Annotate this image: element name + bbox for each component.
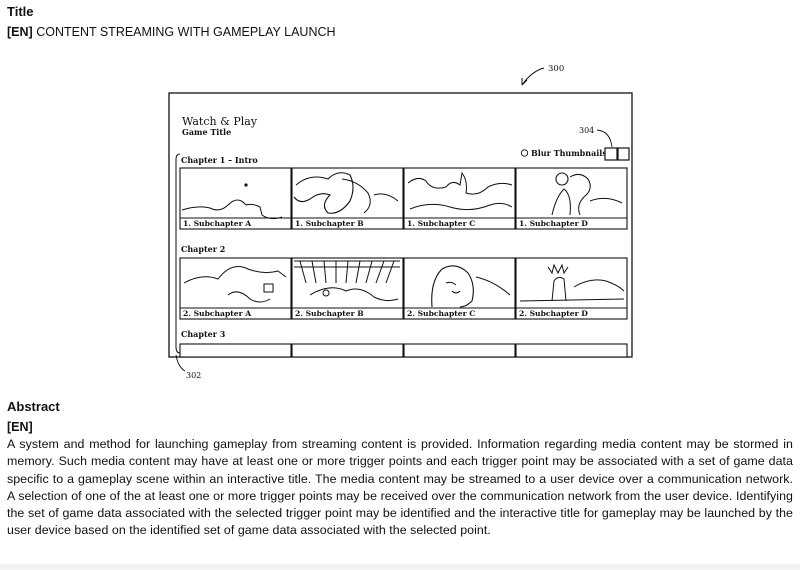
thumbnail-1a[interactable]: 1. Subchapter A: [179, 167, 292, 230]
thumbnail-caption: 1. Subchapter C: [407, 219, 475, 228]
thumbnail-caption: 2. Subchapter A: [183, 309, 251, 318]
thumbnail-3d[interactable]: [515, 343, 628, 358]
chapter-list-bracket: [175, 153, 181, 354]
thumbnail-3b[interactable]: [291, 343, 404, 358]
ref-304-leader: [596, 129, 613, 148]
blur-icon: [520, 149, 529, 157]
ref-304-label: 304: [579, 126, 594, 135]
blur-thumbnails-toggle-track[interactable]: [617, 147, 630, 161]
thumbnail-3a[interactable]: [179, 343, 292, 358]
ref-300-arrow: [521, 67, 545, 86]
app-title: Watch & Play: [182, 115, 258, 128]
chapter-3-row: [179, 343, 628, 358]
ref-302-leader: [175, 354, 186, 372]
ref-300-label: 300: [548, 64, 564, 74]
title-lang-tag: [EN]: [7, 25, 33, 39]
thumbnail-1d[interactable]: 1. Subchapter D: [515, 167, 628, 230]
thumbnail-2a[interactable]: 2. Subchapter A: [179, 257, 292, 320]
thumbnail-caption: 2. Subchapter B: [295, 309, 364, 318]
abstract-heading: Abstract: [7, 399, 60, 414]
chapter-2-row: 2. Subchapter A 2. Subchapter B 2. Subch…: [179, 257, 628, 320]
thumbnail-caption: 2. Subchapter D: [519, 309, 588, 318]
thumbnail-2d[interactable]: 2. Subchapter D: [515, 257, 628, 320]
thumbnail-1b[interactable]: 1. Subchapter B: [291, 167, 404, 230]
blur-thumbnails-label: Blur Thumbnails: [531, 148, 607, 158]
patent-figure: 300 Watch & Play Game Title 304 Blur Thu…: [168, 64, 633, 380]
chapter-1-label: Chapter 1 – Intro: [181, 155, 258, 165]
chapter-3-label: Chapter 3: [181, 329, 226, 339]
thumbnail-caption: 1. Subchapter A: [183, 219, 251, 228]
title-heading: Title: [7, 4, 34, 19]
thumbnail-2b[interactable]: 2. Subchapter B: [291, 257, 404, 320]
blur-thumbnails-toggle[interactable]: [604, 147, 618, 161]
abstract-text: A system and method for launching gamepl…: [7, 437, 793, 538]
thumbnail-caption: 1. Subchapter D: [519, 219, 588, 228]
title-line: [EN] CONTENT STREAMING WITH GAMEPLAY LAU…: [7, 25, 336, 39]
abstract-lang-tag: [EN]: [7, 420, 33, 434]
chapter-1-row: 1. Subchapter A 1. Subchapter B 1. Subch…: [179, 167, 628, 230]
game-title: Game Title: [182, 127, 231, 137]
thumbnail-caption: 1. Subchapter B: [295, 219, 364, 228]
chapter-2-label: Chapter 2: [181, 244, 225, 254]
thumbnail-2c[interactable]: 2. Subchapter C: [403, 257, 516, 320]
thumbnail-caption: 2. Subchapter C: [407, 309, 475, 318]
patent-title: CONTENT STREAMING WITH GAMEPLAY LAUNCH: [36, 25, 336, 39]
ref-302-label: 302: [186, 371, 201, 380]
thumbnail-3c[interactable]: [403, 343, 516, 358]
ref-300-arrowhead: [521, 78, 528, 86]
thumbnail-1c[interactable]: 1. Subchapter C: [403, 167, 516, 230]
page-bottom-edge: [0, 564, 800, 570]
